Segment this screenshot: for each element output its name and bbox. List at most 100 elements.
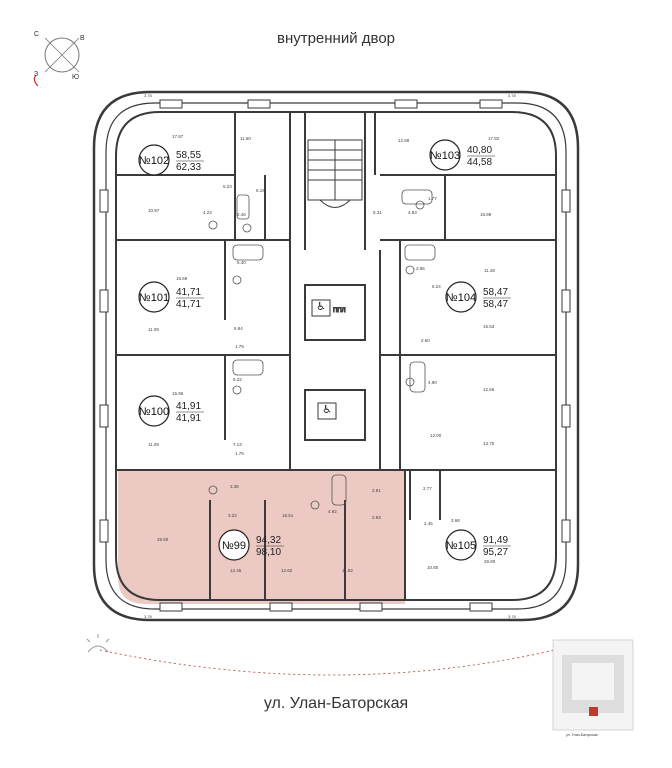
room-area: 17.87 — [172, 134, 184, 139]
apt-101-badge[interactable] — [138, 281, 170, 313]
room-area: 8.24 — [432, 284, 441, 289]
room-area: 11.60 — [240, 136, 251, 141]
windows — [99, 99, 571, 612]
room-area: 17.92 — [488, 136, 500, 141]
apt-99-badge[interactable] — [218, 529, 250, 561]
room-area: 28.80 — [484, 559, 496, 564]
wall-dimension: 3.78 — [144, 93, 153, 98]
apt-103-number: №103 — [430, 150, 460, 162]
room-area: 11.48 — [484, 268, 495, 273]
apt-104-area-total: 58,47 — [483, 299, 508, 310]
room-area: 2.93 — [372, 515, 381, 520]
room-area: 5.22 — [233, 377, 242, 382]
apt-100-number: №100 — [139, 406, 169, 418]
room-area: 3.68 — [451, 518, 460, 523]
apt-101-area-living: 41,71 — [176, 287, 201, 298]
minimap-marker — [589, 707, 598, 716]
room-area: 18.51 — [282, 513, 294, 518]
apt-100-area-living: 41,91 — [176, 401, 201, 412]
wheelchair-icon: ♿ — [322, 404, 332, 416]
apt-105-number: №105 — [446, 540, 476, 552]
wall-dimension: 3.78 — [144, 614, 153, 619]
compass-arrow-icon — [33, 74, 39, 87]
room-area: 3.22 — [228, 513, 237, 518]
courtyard-label: внутренний двор — [276, 30, 396, 47]
room-area: 15.86 — [172, 391, 184, 396]
room-area: 12.56 — [483, 387, 495, 392]
room-area: 6.94 — [234, 326, 243, 331]
room-area: 2.45 — [424, 521, 433, 526]
street-label: ул. Улан-Баторская — [263, 695, 409, 712]
sun-path — [99, 649, 556, 676]
apt-103-area-living: 40,80 — [467, 145, 492, 156]
room-area: 11.09 — [148, 327, 159, 332]
room-area: 11.09 — [148, 442, 159, 447]
room-area: 12.00 — [430, 433, 442, 438]
apt-103-badge[interactable] — [429, 139, 461, 171]
room-area: 7.13 — [233, 442, 242, 447]
room-area: 10.97 — [148, 208, 160, 213]
apt-102-area-living: 58,55 — [176, 150, 201, 161]
room-area: 2.81 — [372, 488, 381, 493]
room-area: 5.40 — [237, 260, 246, 265]
lift-label: ППЛ — [333, 308, 346, 314]
compass-e: В — [80, 35, 85, 42]
apt-99-number: №99 — [222, 540, 246, 552]
room-area: 4.92 — [328, 509, 337, 514]
room-area: 4.83 — [408, 210, 417, 215]
apt-105-badge[interactable] — [445, 529, 477, 561]
apt-101-number: №101 — [139, 292, 169, 304]
room-area: 3.96 — [416, 266, 425, 271]
room-area: 6.19 — [256, 188, 265, 193]
room-area: 1.79 — [235, 344, 244, 349]
stairwell — [307, 139, 363, 208]
wall-dimension: 3.78 — [508, 93, 517, 98]
apt-102-area-total: 62,33 — [176, 162, 201, 173]
room-area: 2.46 — [237, 212, 246, 217]
apt-100-area-total: 41,91 — [176, 413, 201, 424]
sun-icon — [86, 634, 110, 653]
wall-dimension: 3.78 — [508, 614, 517, 619]
interior-walls — [116, 112, 556, 600]
minimap: ул. Улан-Баторская — [552, 639, 634, 737]
compass-n: С — [34, 31, 39, 38]
room-area: 15.69 — [176, 276, 188, 281]
room-area: 5.23 — [223, 184, 232, 189]
minimap-street: ул. Улан-Баторская — [566, 733, 598, 737]
room-area: 2.60 — [421, 338, 430, 343]
apt-105-area-total: 95,27 — [483, 547, 508, 558]
apt-102-badge[interactable] — [138, 144, 170, 176]
building-outline — [92, 90, 580, 622]
apt-101-area-total: 41,71 — [176, 299, 201, 310]
apt-103-area-total: 44,58 — [467, 157, 492, 168]
lift-2 — [304, 389, 366, 441]
apt-104-badge[interactable] — [445, 281, 477, 313]
room-area: 15.53 — [483, 324, 495, 329]
apt-100-badge[interactable] — [138, 395, 170, 427]
apt-102-number: №102 — [139, 155, 169, 167]
apt-104-area-living: 58,47 — [483, 287, 508, 298]
compass: С В З Ю — [33, 31, 85, 87]
room-area: 13.75 — [483, 441, 495, 446]
wheelchair-icon: ♿ — [316, 301, 326, 313]
apt-99-area-living: 94,32 — [256, 535, 281, 546]
apt-99-area-total: 98,10 — [256, 547, 281, 558]
room-area: 1.77 — [428, 196, 437, 201]
apt-104-number: №104 — [446, 292, 476, 304]
room-area: 11.82 — [342, 568, 353, 573]
room-area: 4.90 — [428, 380, 437, 385]
apt-105-area-living: 91,49 — [483, 535, 508, 546]
room-area: 4.23 — [203, 210, 212, 215]
room-area: 3.36 — [230, 484, 239, 489]
room-area: 12.62 — [281, 568, 293, 573]
room-area: 5.31 — [373, 210, 382, 215]
lift-1: ППЛ — [304, 284, 366, 341]
room-area: 1.79 — [235, 451, 244, 456]
compass-s: Ю — [72, 74, 79, 81]
compass-w: З — [34, 71, 38, 78]
room-area: 12.45 — [230, 568, 242, 573]
room-area: 16.89 — [480, 212, 492, 217]
room-area: 29.50 — [157, 537, 169, 542]
